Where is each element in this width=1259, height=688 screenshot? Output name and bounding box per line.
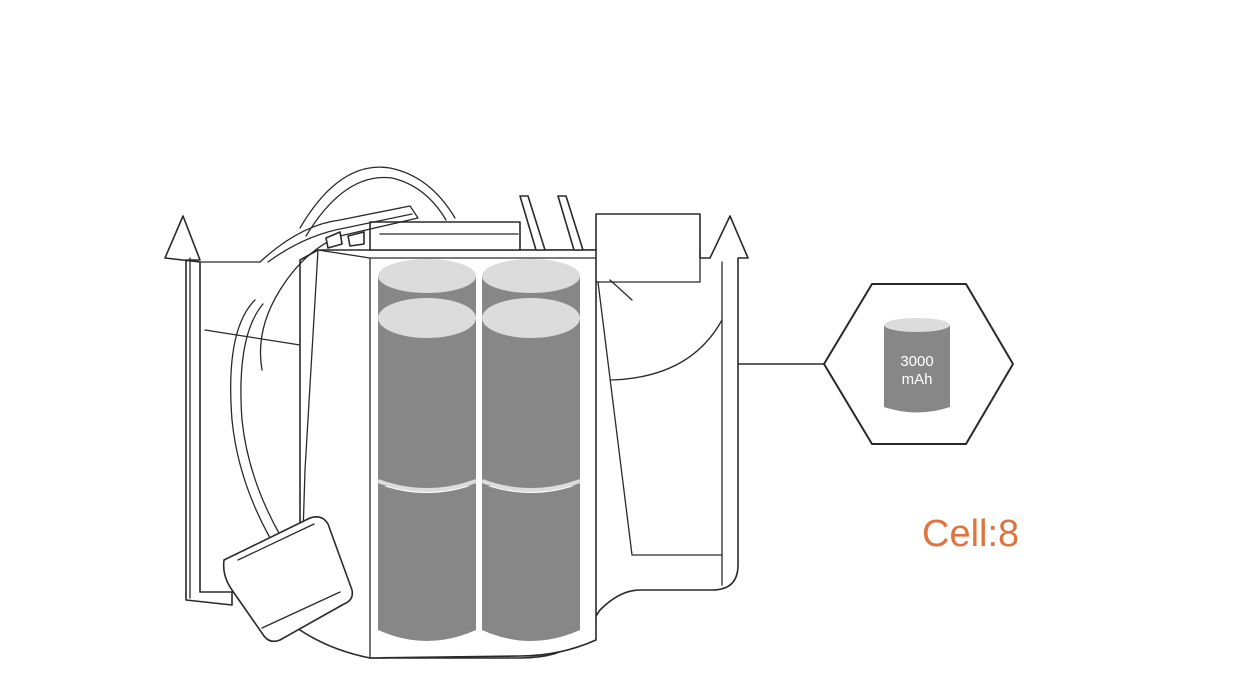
battery-cell [378,298,476,489]
capacity-value: 3000 [900,353,933,370]
cell-count-label: Cell:8 [922,513,1019,555]
battery-cell [482,484,580,641]
battery-cell [378,484,476,641]
connector-plug [222,516,354,643]
battery-cell [482,298,580,489]
left-frame [164,215,301,606]
cell-icon [884,318,950,413]
capacity-unit: mAh [902,371,933,388]
top-clips [369,195,584,251]
wire-harness [230,166,456,539]
capacity-callout: 3000 mAh [822,283,1015,445]
battery-cells [377,259,581,641]
